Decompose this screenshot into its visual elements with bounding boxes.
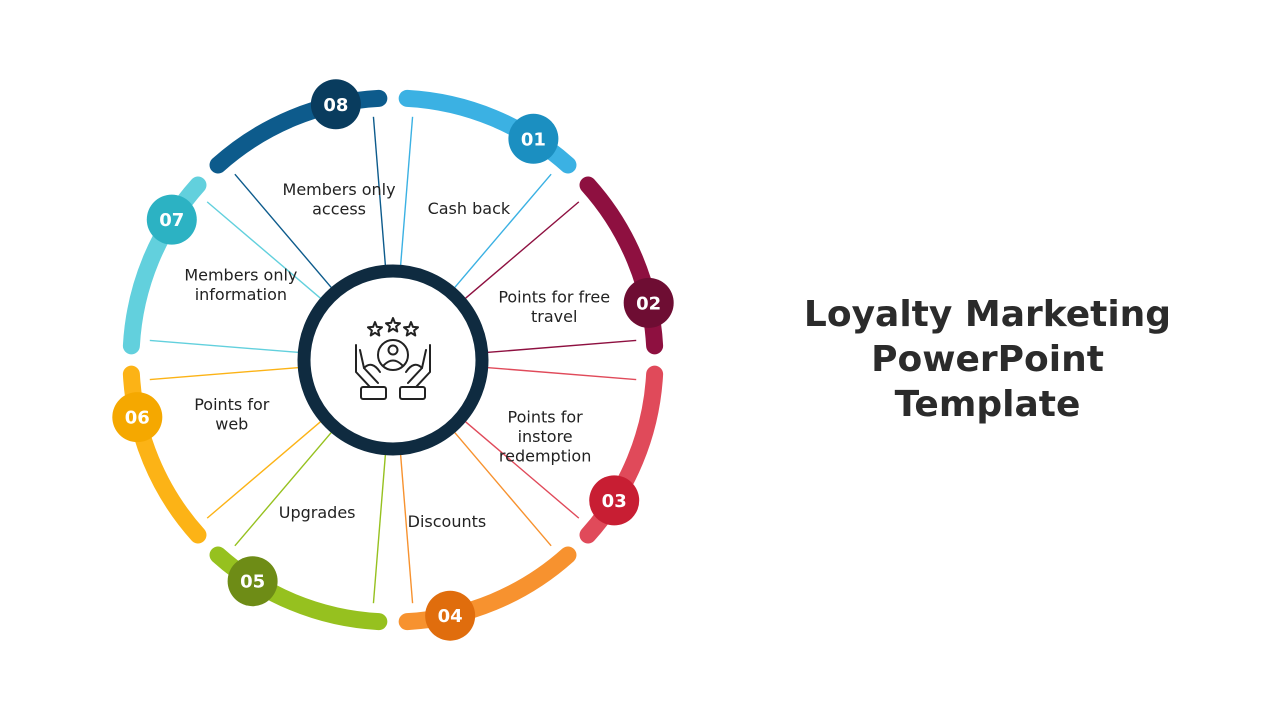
number-badge [227, 556, 278, 607]
segment-left-edge [464, 201, 580, 300]
number-badge-text: 02 [636, 293, 661, 314]
center-hub [297, 264, 489, 456]
number-badge [623, 277, 674, 328]
number-badge [425, 590, 476, 641]
segment-label-line: web [215, 415, 248, 434]
segment-right-edge [486, 339, 637, 354]
segment-petal [400, 428, 557, 612]
segment-left-edge [372, 453, 387, 604]
segment-label-line: access [312, 200, 366, 219]
segment-label-line: information [195, 285, 287, 304]
segment-right-edge [234, 431, 333, 547]
segment-label-line: Members only [184, 265, 297, 284]
number-badge-text: 07 [159, 210, 184, 231]
segment-label-line: Members only [283, 180, 396, 199]
number-badge-text: 03 [602, 491, 627, 512]
segment-right-edge [372, 116, 387, 267]
number-badge [310, 79, 361, 130]
segment-01: Cash back 01 [398, 89, 577, 292]
segment-right-edge [399, 453, 414, 604]
segment-left-edge [149, 339, 300, 354]
segment-petal [461, 196, 645, 353]
segment-petal [141, 367, 325, 524]
title-line-2: PowerPoint [871, 339, 1104, 380]
segment-right-edge [149, 366, 300, 381]
segment-label-line: Points for [508, 407, 584, 426]
segment-label-line: Points for [194, 395, 270, 414]
segment-label-line: instore [518, 427, 573, 446]
title-line-3: Template [894, 384, 1081, 425]
segment-right-edge [464, 420, 580, 519]
number-badge [146, 194, 197, 245]
number-badge [112, 392, 163, 443]
segment-label-line: Upgrades [279, 503, 356, 522]
number-badge [508, 113, 559, 164]
segment-label-line: Cash back [428, 199, 511, 218]
segment-label-line: travel [531, 307, 577, 326]
segment-left-edge [486, 366, 637, 381]
segment-left-edge [399, 116, 414, 267]
segment-right-edge [453, 173, 552, 289]
number-badge-text: 04 [438, 606, 463, 627]
segment-05: Upgrades 05 [209, 428, 388, 631]
page-title: Loyalty Marketing PowerPoint Template [760, 292, 1215, 427]
segment-petal [229, 108, 386, 292]
segment-left-edge [453, 431, 552, 547]
number-badge [589, 475, 640, 526]
segment-left-edge [234, 173, 333, 289]
number-badge-text: 06 [125, 408, 150, 429]
segment-label-line: Discounts [408, 512, 487, 531]
segment-label-line: redemption [499, 446, 591, 465]
segment-label-line: Points for free [498, 287, 610, 306]
number-badge-text: 08 [323, 95, 348, 116]
number-badge-text: 05 [240, 572, 265, 593]
segment-right-edge [206, 201, 322, 300]
title-line-1: Loyalty Marketing [803, 294, 1172, 335]
segment-04: Discounts 04 [398, 428, 577, 641]
number-badge-text: 01 [521, 129, 546, 150]
loyalty-hands-stars-icon [355, 317, 431, 400]
segment-left-edge [206, 420, 322, 519]
